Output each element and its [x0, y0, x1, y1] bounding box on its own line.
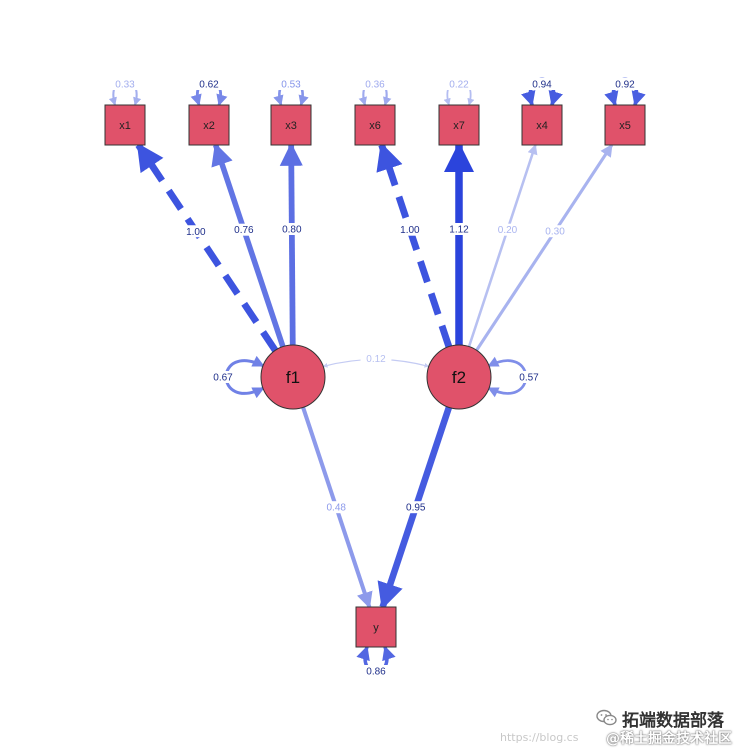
loading-f2-x5-label-bg — [539, 225, 571, 238]
loading-f1-x2-label: 0.76 — [234, 225, 254, 236]
variance-label-f1: 0.67 — [213, 373, 233, 384]
loading-f1-x2 — [211, 142, 286, 348]
variance-label-x2: 0.62 — [199, 80, 219, 91]
loading-f1-x3-label: 0.80 — [282, 225, 302, 236]
variance-label-f1-bg — [207, 371, 239, 383]
watermark-title: 拓端数据部落 — [622, 711, 724, 731]
observed-node-label-x7: x7 — [453, 120, 465, 132]
observed-node-x2 — [188, 104, 230, 146]
nodes: x1 x2 x3 x6 x7 x4 x5 y f1 f2 — [104, 104, 646, 648]
loading-f2-x7-label-bg — [443, 223, 475, 235]
variance-label-y: 0.86 — [366, 667, 386, 678]
loading-f2-x5 — [475, 143, 614, 352]
observed-node-label-x3: x3 — [285, 120, 297, 132]
observed-node-y — [355, 606, 397, 648]
observed-node-x3 — [270, 104, 312, 146]
watermark-juejin: @稀土掘金技术社区 — [606, 731, 732, 747]
observed-node-x1 — [104, 104, 146, 146]
loading-f1-x1-label-bg — [180, 225, 212, 238]
loading-f2-x6-label-bg — [394, 223, 426, 236]
latent-node-label-f1: f1 — [286, 368, 300, 387]
loading-f2-x7-label: 1.12 — [449, 225, 469, 236]
loading-f1-x1 — [135, 142, 279, 353]
variance-label-x3-bg — [275, 78, 307, 90]
observed-node-label-x1: x1 — [119, 120, 131, 132]
regression-f1-y-label: 0.48 — [326, 503, 346, 514]
variance-label-x4-bg — [526, 78, 558, 90]
loading-f1-x1-label: 1.00 — [186, 227, 206, 238]
variance-label-x6-bg — [359, 78, 391, 90]
loading-f1-x3-label-bg — [276, 223, 308, 236]
latent-node-label-f2: f2 — [452, 368, 466, 387]
variance-label-x6: 0.36 — [365, 80, 385, 91]
covariance-label: 0.12 — [366, 354, 386, 365]
variance-label-y-bg — [360, 665, 392, 677]
observed-node-label-x5: x5 — [619, 120, 631, 132]
loading-f1-x2-label-bg — [228, 223, 260, 236]
variance-label-x7: 0.22 — [449, 80, 469, 91]
edge-labels: 1.00 0.76 0.80 1.00 1.12 0.20 0.30 0.48 0.95 0.12… — [109, 78, 641, 678]
variance-label-x2-bg — [193, 78, 225, 90]
observed-node-x5 — [604, 104, 646, 146]
loading-f2-x5-label: 0.30 — [545, 227, 565, 238]
loading-f2-x6-label: 1.00 — [400, 225, 420, 236]
regression-f2-y-label: 0.95 — [406, 503, 426, 514]
covariance-label-bg — [360, 352, 392, 365]
observed-node-label-y: y — [373, 622, 379, 634]
watermark-url: https://blog.cs — [500, 731, 579, 744]
variance-label-x7-bg — [443, 78, 475, 90]
regression-f2-y-label-bg — [400, 501, 432, 514]
variance-label-x4: 0.94 — [532, 80, 552, 91]
observed-node-label-x6: x6 — [369, 120, 381, 132]
variance-label-f2-bg — [513, 371, 545, 383]
variance-label-x5-bg — [609, 78, 641, 90]
observed-node-x7 — [438, 104, 480, 146]
variance-label-x3: 0.53 — [281, 80, 301, 91]
variance-label-x1: 0.33 — [115, 80, 135, 91]
latent-node-f2 — [426, 344, 492, 410]
variance-label-x5: 0.92 — [615, 80, 635, 91]
variance-label-x1-bg — [109, 78, 141, 90]
observed-node-x4 — [521, 104, 563, 146]
wechat-icon — [596, 709, 617, 726]
loading-f1-x3 — [279, 142, 303, 346]
observed-node-x6 — [354, 104, 396, 146]
loading-f2-x4 — [467, 144, 538, 348]
observed-node-label-x2: x2 — [203, 120, 215, 132]
observed-node-label-x4: x4 — [536, 120, 548, 132]
regression-f1-y-label-bg — [320, 501, 352, 514]
loading-f2-x4-label: 0.20 — [498, 225, 518, 236]
loading-f2-x6 — [376, 142, 453, 348]
edges — [108, 77, 646, 675]
loading-f2-x4-label-bg — [492, 223, 523, 236]
variance-label-f2: 0.57 — [519, 373, 539, 384]
latent-node-f1 — [260, 344, 326, 410]
